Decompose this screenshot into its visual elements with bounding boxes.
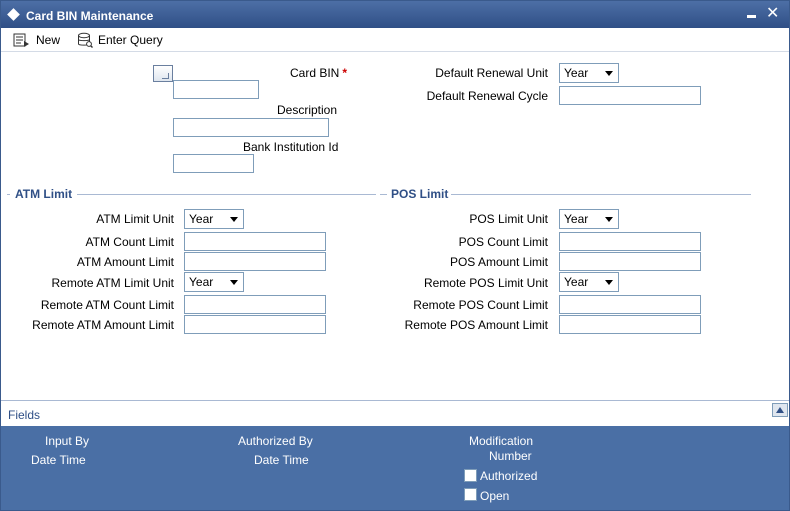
pos-limit-unit-label: POS Limit Unit bbox=[469, 212, 548, 226]
default-renewal-unit-label: Default Renewal Unit bbox=[435, 66, 548, 80]
new-button[interactable]: New bbox=[13, 31, 60, 49]
authorized-checkbox[interactable] bbox=[464, 469, 477, 482]
enter-query-label: Enter Query bbox=[98, 33, 163, 47]
remote-atm-limit-unit-label: Remote ATM Limit Unit bbox=[51, 276, 174, 290]
divider bbox=[7, 194, 10, 195]
default-renewal-cycle-input[interactable] bbox=[559, 86, 701, 105]
atm-amount-limit-label: ATM Amount Limit bbox=[76, 255, 174, 269]
remote-pos-amount-limit-label: Remote POS Amount Limit bbox=[404, 318, 548, 332]
pos-limit-unit-select[interactable]: Year bbox=[559, 209, 619, 229]
bank-institution-input[interactable] bbox=[173, 154, 254, 173]
enter-query-button[interactable]: Enter Query bbox=[77, 31, 163, 49]
remote-atm-limit-unit-value: Year bbox=[189, 275, 214, 289]
chevron-down-icon bbox=[230, 217, 238, 222]
close-button[interactable]: ✕ bbox=[766, 3, 780, 22]
open-checkbox[interactable] bbox=[464, 488, 477, 501]
chevron-down-icon bbox=[230, 280, 238, 285]
description-input[interactable] bbox=[173, 118, 329, 137]
chevron-down-icon bbox=[605, 280, 613, 285]
remote-pos-limit-unit-value: Year bbox=[564, 275, 589, 289]
remote-pos-limit-unit-label: Remote POS Limit Unit bbox=[423, 276, 548, 290]
remote-pos-limit-unit-select[interactable]: Year bbox=[559, 272, 619, 292]
card-bin-input[interactable] bbox=[173, 80, 259, 99]
pos-amount-limit-input[interactable] bbox=[559, 252, 701, 271]
atm-amount-limit-input[interactable] bbox=[184, 252, 326, 271]
card-bin-lov-button[interactable] bbox=[153, 65, 173, 82]
pos-count-limit-input[interactable] bbox=[559, 232, 701, 251]
bank-institution-label: Bank Institution Id bbox=[243, 140, 339, 154]
number-label: Number bbox=[489, 449, 532, 463]
auth-date-time-label: Date Time bbox=[254, 453, 309, 467]
default-renewal-cycle-label: Default Renewal Cycle bbox=[426, 89, 548, 103]
atm-limit-unit-select[interactable]: Year bbox=[184, 209, 244, 229]
minimize-button[interactable] bbox=[747, 15, 756, 18]
divider bbox=[380, 194, 387, 195]
date-time-label: Date Time bbox=[31, 453, 86, 467]
new-icon bbox=[13, 33, 29, 47]
database-query-icon bbox=[78, 32, 93, 48]
remote-pos-count-limit-label: Remote POS Count Limit bbox=[413, 298, 548, 312]
collapse-button[interactable] bbox=[772, 403, 788, 417]
default-renewal-unit-select[interactable]: Year bbox=[559, 63, 619, 83]
atm-count-limit-input[interactable] bbox=[184, 232, 326, 251]
fields-bar: Fields bbox=[1, 400, 789, 426]
remote-pos-count-limit-input[interactable] bbox=[559, 295, 701, 314]
atm-limit-unit-label: ATM Limit Unit bbox=[96, 212, 174, 226]
required-marker: * bbox=[342, 66, 348, 80]
new-label: New bbox=[36, 33, 61, 47]
atm-count-limit-label: ATM Count Limit bbox=[85, 235, 174, 249]
remote-atm-count-limit-label: Remote ATM Count Limit bbox=[40, 298, 174, 312]
chevron-down-icon bbox=[605, 217, 613, 222]
window-title: Card BIN Maintenance bbox=[26, 9, 154, 23]
atm-limit-section-title: ATM Limit bbox=[15, 187, 73, 201]
authorized-label: Authorized bbox=[480, 469, 538, 483]
pos-count-limit-label: POS Count Limit bbox=[458, 235, 548, 249]
remote-atm-limit-unit-select[interactable]: Year bbox=[184, 272, 244, 292]
chevron-up-icon bbox=[776, 407, 784, 413]
modification-label: Modification bbox=[469, 434, 534, 448]
audit-footer: Input By Date Time Authorized By Date Ti… bbox=[1, 426, 789, 510]
toolbar: New Enter Query bbox=[1, 28, 789, 52]
open-label: Open bbox=[480, 489, 510, 503]
chevron-down-icon bbox=[605, 71, 613, 76]
default-renewal-unit-value: Year bbox=[564, 66, 589, 80]
remote-atm-amount-limit-label: Remote ATM Amount Limit bbox=[32, 318, 174, 332]
remote-atm-count-limit-input[interactable] bbox=[184, 295, 326, 314]
pos-amount-limit-label: POS Amount Limit bbox=[449, 255, 548, 269]
divider bbox=[451, 194, 751, 195]
input-by-label: Input By bbox=[45, 434, 90, 448]
pos-limit-section-title: POS Limit bbox=[391, 187, 449, 201]
atm-limit-unit-value: Year bbox=[189, 212, 214, 226]
divider bbox=[77, 194, 376, 195]
fields-link[interactable]: Fields bbox=[8, 408, 41, 422]
authorized-by-label: Authorized By bbox=[238, 434, 313, 448]
window-diamond-icon bbox=[7, 8, 20, 21]
title-bar: Card BIN Maintenance ✕ bbox=[1, 1, 789, 28]
pos-limit-unit-value: Year bbox=[564, 212, 589, 226]
lov-icon bbox=[162, 73, 169, 79]
remote-atm-amount-limit-input[interactable] bbox=[184, 315, 326, 334]
description-label: Description bbox=[277, 103, 338, 117]
card-bin-label: Card BIN* bbox=[290, 66, 348, 80]
remote-pos-amount-limit-input[interactable] bbox=[559, 315, 701, 334]
